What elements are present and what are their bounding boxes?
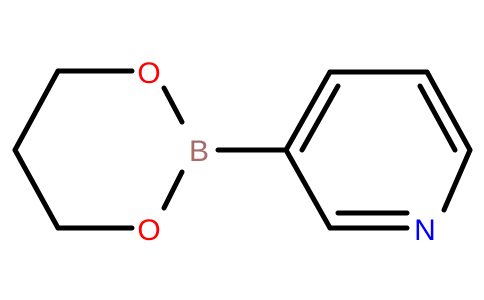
bond-c3-c2: [12, 147, 61, 231]
bond-c6-n: [441, 147, 473, 213]
atom-nitrogen: N: [414, 214, 436, 247]
bond-c4-c4-inner: [299, 83, 341, 153]
bond-c5-c6-inner: [417, 83, 458, 153]
bond-c2-c3: [283, 147, 333, 231]
bond-b-o-bottom: [161, 169, 185, 211]
bond-o-top-b: [161, 85, 185, 125]
atom-boron: B: [189, 135, 209, 168]
dioxaborinane-ring: [12, 68, 185, 231]
atom-oxygen-bottom: O: [137, 214, 160, 247]
pyridine-ring: [283, 69, 473, 231]
bond-c3-c4: [283, 69, 333, 153]
bond-c5-c6: [424, 69, 473, 153]
atom-oxygen-top: O: [137, 57, 160, 90]
bond-c2-c1: [12, 68, 61, 153]
